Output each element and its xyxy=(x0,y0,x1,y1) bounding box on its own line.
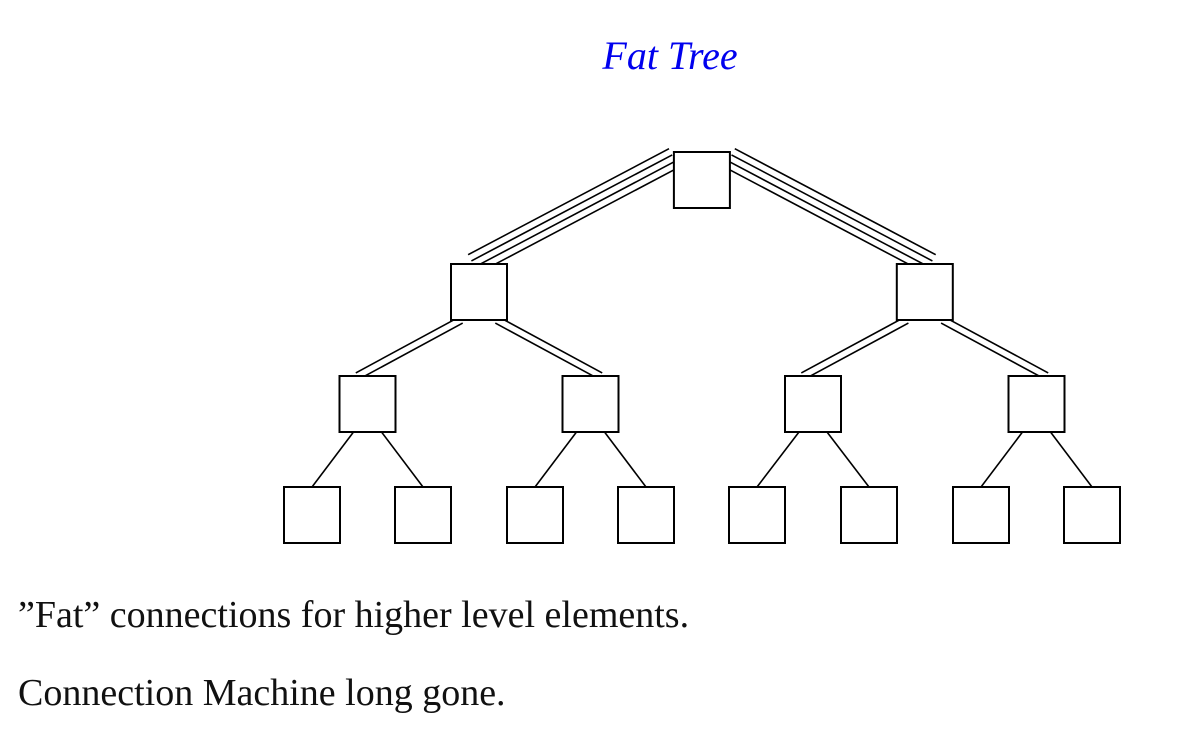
tree-link xyxy=(800,316,906,374)
tree-link xyxy=(826,431,870,488)
tree-link xyxy=(1049,431,1093,488)
tree-leaf-node xyxy=(506,486,564,544)
tree-link xyxy=(727,160,930,268)
tree-link xyxy=(467,147,670,256)
tree-link xyxy=(734,147,937,256)
tree-link xyxy=(534,431,578,488)
tree-leaf-node xyxy=(617,486,675,544)
tree-link xyxy=(474,160,676,268)
tree-leaf-node xyxy=(394,486,452,544)
tree-links xyxy=(311,147,1093,488)
slide-title: Fat Tree xyxy=(602,33,738,78)
tree-internal-node xyxy=(338,375,397,433)
tree-link xyxy=(358,322,464,380)
tree-link xyxy=(471,154,673,262)
tree-link xyxy=(980,431,1024,488)
tree-link xyxy=(311,431,355,488)
tree-link xyxy=(603,431,647,488)
tree-leaf-node xyxy=(728,486,786,544)
tree-root-node xyxy=(672,151,731,209)
tree-link xyxy=(940,322,1046,380)
tree-link xyxy=(355,316,460,374)
tree-internal-node xyxy=(561,375,620,433)
tree-link xyxy=(380,431,424,488)
tree-link xyxy=(944,316,1049,374)
caption-connection-machine: Connection Machine long gone. xyxy=(18,672,506,714)
caption-fat-connections: ”Fat” connections for higher level eleme… xyxy=(18,594,690,636)
tree-link xyxy=(756,431,800,488)
tree-leaf-node xyxy=(1063,486,1121,544)
tree-internal-node xyxy=(784,375,842,433)
tree-link xyxy=(477,166,680,275)
tree-internal-node xyxy=(1007,375,1066,433)
tree-leaf-node xyxy=(840,486,898,544)
tree-link xyxy=(494,322,600,380)
tree-leaf-node xyxy=(283,486,341,544)
tree-link xyxy=(724,166,927,275)
tree-link xyxy=(498,316,603,374)
tree-nodes xyxy=(283,151,1121,544)
tree-internal-node xyxy=(895,263,954,321)
tree-link xyxy=(804,322,909,380)
tree-leaf-node xyxy=(952,486,1010,544)
tree-internal-node xyxy=(450,263,508,321)
tree-link xyxy=(731,154,933,262)
